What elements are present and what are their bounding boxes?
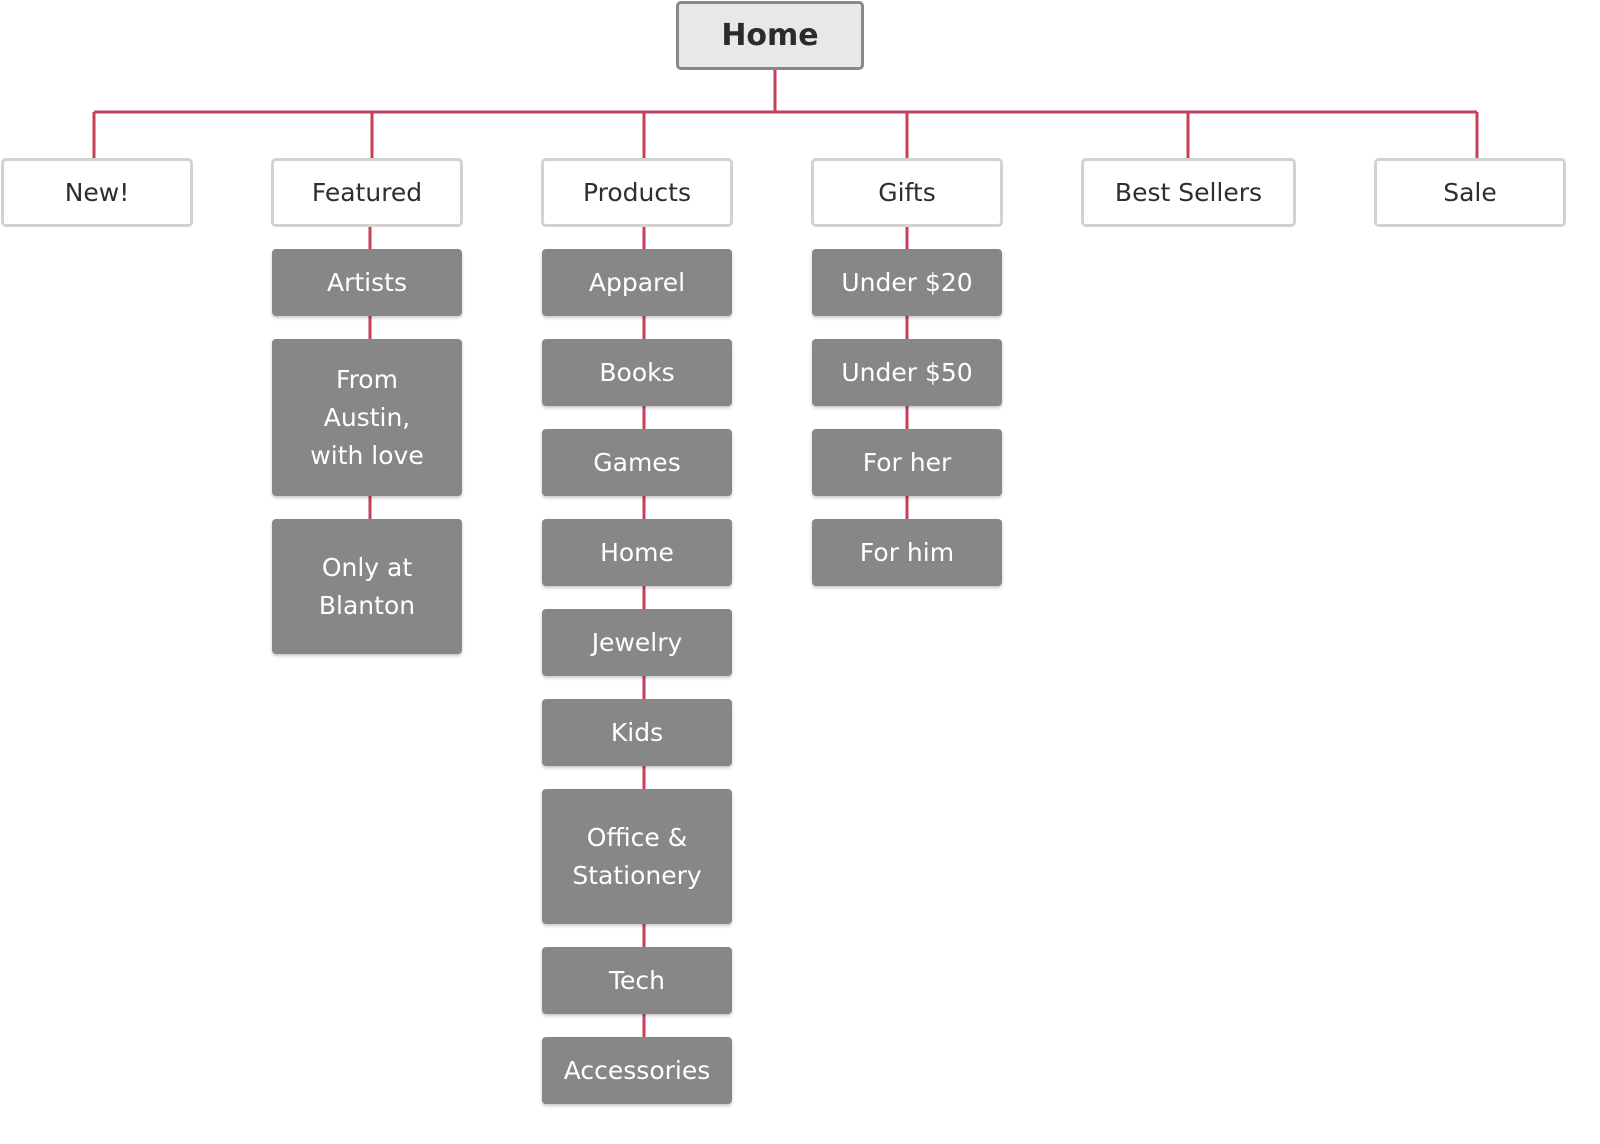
subnav-node-apparel[interactable]: Apparel	[542, 249, 732, 316]
subnav-node-for-her[interactable]: For her	[812, 429, 1002, 496]
nav-node-sale[interactable]: Sale	[1374, 158, 1566, 227]
subnav-node-artists[interactable]: Artists	[272, 249, 462, 316]
subnav-node-jewelry[interactable]: Jewelry	[542, 609, 732, 676]
subnav-node-for-him[interactable]: For him	[812, 519, 1002, 586]
nav-node-new[interactable]: New!	[1, 158, 193, 227]
subnav-node-office-stationery[interactable]: Office & Stationery	[542, 789, 732, 924]
nav-node-gifts[interactable]: Gifts	[811, 158, 1003, 227]
subnav-node-games[interactable]: Games	[542, 429, 732, 496]
nav-node-best-sellers[interactable]: Best Sellers	[1081, 158, 1296, 227]
nav-node-featured[interactable]: Featured	[271, 158, 463, 227]
subnav-node-under-50[interactable]: Under $50	[812, 339, 1002, 406]
subnav-node-kids[interactable]: Kids	[542, 699, 732, 766]
subnav-node-home[interactable]: Home	[542, 519, 732, 586]
root-node-home[interactable]: Home	[676, 1, 864, 70]
subnav-node-accessories[interactable]: Accessories	[542, 1037, 732, 1104]
nav-node-products[interactable]: Products	[541, 158, 733, 227]
subnav-node-only-at-blanton[interactable]: Only at Blanton	[272, 519, 462, 654]
subnav-node-under-20[interactable]: Under $20	[812, 249, 1002, 316]
subnav-node-tech[interactable]: Tech	[542, 947, 732, 1014]
subnav-node-books[interactable]: Books	[542, 339, 732, 406]
subnav-node-from-austin-with-love[interactable]: From Austin, with love	[272, 339, 462, 496]
